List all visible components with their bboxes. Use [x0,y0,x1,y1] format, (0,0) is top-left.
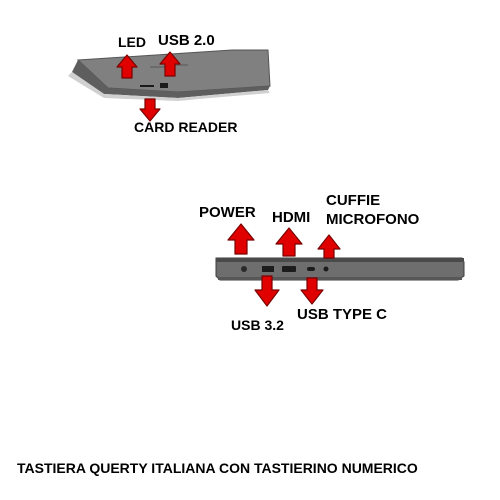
arrow-power [227,223,255,255]
usb-2-port [160,83,168,88]
power-port [241,266,247,272]
hdmi-port [282,266,296,272]
label-usb20: USB 2.0 [158,32,215,49]
usb-3-2-port [262,266,274,272]
arrow-usb32 [254,275,280,307]
label-hdmi: HDMI [272,209,311,226]
arrow-hdmi [275,227,303,257]
arrow-usb-type-c [300,277,324,305]
arrow-card-reader [139,98,161,122]
laptop-right-side-view [215,257,465,281]
label-usb-type-c: USB TYPE C [297,306,388,323]
label-usb32: USB 3.2 [231,317,284,333]
arrow-cuffie-microfono [317,234,341,259]
headphone-port [323,266,329,272]
label-cuffie: CUFFIE [326,192,381,209]
label-microfono: MICROFONO [326,211,420,228]
arrow-usb20 [159,51,181,77]
arrow-led [116,54,138,79]
caption-keyboard: TASTIERA QUERTY ITALIANA CON TASTIERINO … [17,460,418,476]
label-card-reader: CARD READER [134,119,238,135]
card-reader-slot [140,85,154,87]
label-power: POWER [199,204,256,221]
label-led: LED [118,34,146,50]
usb-c-port [307,267,315,271]
